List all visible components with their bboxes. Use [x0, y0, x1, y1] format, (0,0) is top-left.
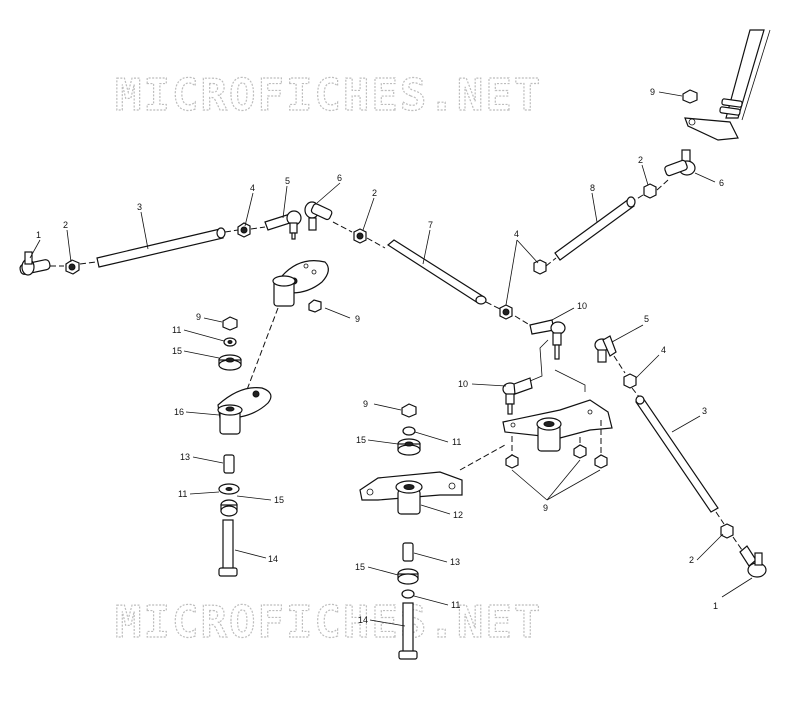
nut-9-center: [401, 403, 417, 418]
callout-14-left: 14: [268, 554, 278, 564]
nut-4-right-lower: [623, 373, 637, 389]
callout-9-center: 9: [363, 399, 368, 409]
callout-5-left: 5: [285, 176, 290, 186]
callout-3-left: 3: [137, 202, 142, 212]
watermark-bottom: MICROFICHES.NET: [115, 597, 542, 648]
callout-15-lower-center: 15: [355, 562, 365, 572]
bushing-15-lower-center: [397, 568, 419, 585]
spacer-13-center: [402, 542, 414, 562]
watermark-top: MICROFICHES.NET: [115, 70, 542, 121]
callout-11-left: 11: [172, 325, 181, 335]
washer-11-center: [402, 426, 416, 436]
callout-13-center: 13: [450, 557, 460, 567]
callout-6-left: 6: [337, 173, 342, 183]
tie-rod-right: [635, 395, 719, 513]
callout-16: 16: [174, 407, 184, 417]
bolt-14-center: [398, 602, 418, 660]
nut-left: [65, 259, 80, 275]
washer-11-left: [223, 337, 237, 347]
callout-2-right-top: 2: [638, 155, 643, 165]
bushing-15-center: [397, 438, 421, 456]
tie-rod-end-10-upper: [529, 319, 566, 360]
pitman-arm-upper-left: [272, 260, 329, 307]
nut-4-center: [499, 304, 513, 320]
steering-column: [719, 29, 771, 121]
callout-10-lower: 10: [458, 379, 468, 389]
center-rod: [386, 239, 487, 305]
washer-11-lower-left: [218, 483, 240, 495]
callout-15-center: 15: [356, 435, 366, 445]
callout-11-lower-left: 11: [178, 489, 187, 499]
callout-13-left: 13: [180, 452, 190, 462]
callout-10-upper: 10: [577, 301, 587, 311]
nut-4-right: [533, 259, 547, 275]
nut-9-upper: [308, 299, 322, 313]
spacer-13-left: [223, 454, 235, 474]
bolt-14-left: [218, 519, 238, 577]
nut-4-left: [237, 222, 251, 238]
nut-9-left: [222, 316, 238, 331]
callout-4-left: 4: [250, 183, 255, 193]
nut-9-bracket-c: [594, 454, 608, 469]
callout-15-left: 15: [172, 346, 182, 356]
tie-rod-end-left: [19, 251, 51, 276]
tie-rod-end-5-left: [264, 210, 302, 240]
bracket-right: [502, 399, 613, 452]
callout-9-bracket: 9: [543, 503, 548, 513]
tie-rod-end-10-lower: [502, 377, 533, 415]
callout-8: 8: [590, 183, 595, 193]
nut-9-right-top: [682, 89, 698, 104]
callout-9-right-top: 9: [650, 87, 655, 97]
callout-2-right-lower: 2: [689, 555, 694, 565]
callout-4-center: 4: [514, 229, 519, 239]
callout-15-lower-left: 15: [274, 495, 284, 505]
tie-rod-end-right: [739, 545, 767, 578]
callout-1-left: 1: [36, 230, 41, 240]
leader-lines: [29, 91, 753, 627]
bushing-15-left: [218, 354, 242, 371]
pitman-arm-16: [217, 387, 272, 435]
callout-11-lower-center: 11: [451, 600, 460, 610]
steering-arm-upper: [684, 117, 739, 141]
callout-1-right: 1: [713, 601, 718, 611]
tie-rod-8: [554, 196, 636, 261]
callout-12: 12: [453, 510, 463, 520]
callout-labels: 1 2 3 4 5 6 2 7 9 9 11 15 16 13 11 15 14…: [36, 87, 724, 625]
tie-rod-end-5-right: [594, 335, 617, 363]
nut-2-right-top: [643, 183, 657, 199]
nut-9-bracket-a: [505, 454, 519, 469]
tie-rod-end-6-right: [664, 149, 696, 177]
callout-4-right: 4: [661, 345, 666, 355]
idler-arm-12: [359, 471, 463, 515]
callout-3-right: 3: [702, 406, 707, 416]
nut-2-right-lower: [720, 523, 734, 539]
bushing-15-lower-left: [220, 499, 238, 517]
callout-14-center: 14: [358, 615, 368, 625]
tie-rod-end-6-left: [304, 201, 333, 231]
callout-2-left: 2: [63, 220, 68, 230]
callout-9-left: 9: [196, 312, 201, 322]
callout-9-upper: 9: [355, 314, 360, 324]
callout-2-center: 2: [372, 188, 377, 198]
washer-11-lower-center: [401, 589, 415, 599]
callout-6-right: 6: [719, 178, 724, 188]
nut-9-bracket-b: [573, 444, 587, 459]
nut-center-left: [353, 228, 367, 244]
callout-11-center: 11: [452, 437, 461, 447]
callout-5-right: 5: [644, 314, 649, 324]
callout-7: 7: [428, 220, 433, 230]
tie-rod-left: [96, 227, 226, 268]
